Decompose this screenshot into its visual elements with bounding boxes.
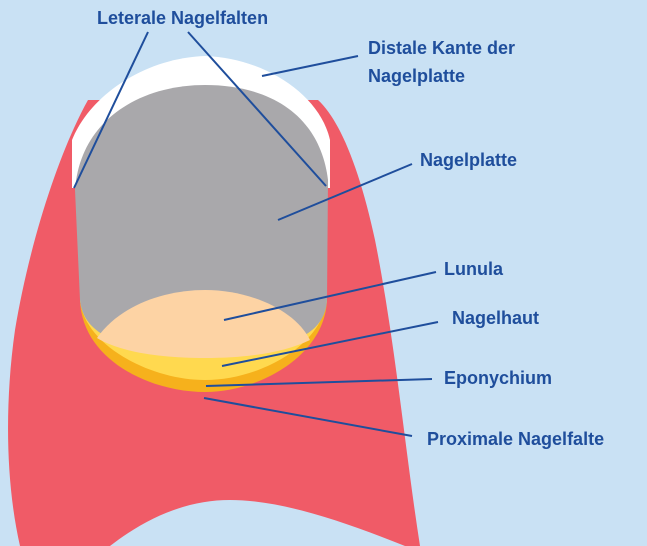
label-distal-edge-line1: Distale Kante der	[368, 38, 515, 58]
label-lunula: Lunula	[444, 259, 504, 279]
leader-distal-edge	[262, 56, 358, 76]
label-nail-plate: Nagelplatte	[420, 150, 517, 170]
label-cuticle: Nagelhaut	[452, 308, 539, 328]
label-proximal-fold: Proximale Nagelfalte	[427, 429, 604, 449]
label-distal-edge-line2: Nagelplatte	[368, 66, 465, 86]
label-lateral-folds: Leterale Nagelfalten	[97, 8, 268, 28]
label-eponychium: Eponychium	[444, 368, 552, 388]
